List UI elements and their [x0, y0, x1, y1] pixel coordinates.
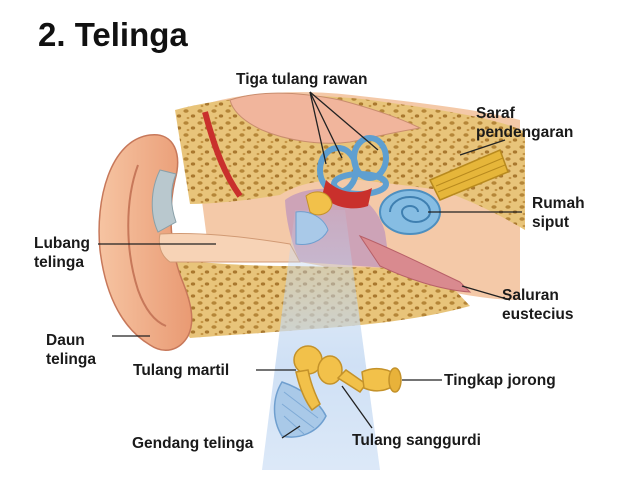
dura-red — [202, 111, 243, 198]
ossicles-enlarged — [293, 345, 402, 412]
label-rumah-line2: siput — [532, 214, 570, 231]
label-rumah-siput: Rumah siput — [532, 194, 585, 232]
ear-canal — [158, 232, 301, 263]
label-daun-telinga: Daun telinga — [46, 331, 96, 369]
label-tulang-sanggurdi: Tulang sanggurdi — [352, 432, 481, 449]
label-tiga-tulang-rawan: Tiga tulang rawan — [236, 71, 368, 88]
label-gendang-telinga: Gendang telinga — [132, 435, 254, 452]
label-daun-line2: telinga — [46, 351, 96, 368]
label-lubang-line1: Lubang — [34, 235, 90, 252]
label-saluran-line2: eustecius — [502, 306, 574, 323]
ossicles-section — [305, 191, 333, 216]
pinna-cartilage — [151, 169, 177, 233]
label-tingkap-jorong: Tingkap jorong — [444, 372, 556, 389]
page-title: 2. Telinga — [38, 16, 188, 53]
label-daun-line1: Daun — [46, 332, 85, 349]
label-tulang-martil: Tulang martil — [133, 362, 230, 379]
label-saluran-line1: Saluran — [502, 287, 559, 304]
label-lubang-telinga: Lubang telinga — [34, 234, 90, 272]
label-lubang-line2: telinga — [34, 254, 84, 271]
leader-lines — [98, 91, 522, 439]
vestibule-red — [322, 180, 372, 209]
label-saraf-line1: Saraf — [476, 105, 515, 122]
label-saluran-eustecius: Saluran eustecius — [502, 286, 574, 324]
label-saraf-pendengaran: Saraf pendengaran — [476, 104, 573, 142]
eardrum-section — [295, 211, 329, 245]
pinna-fold — [127, 164, 167, 327]
label-rumah-line1: Rumah — [532, 195, 585, 212]
label-saraf-line2: pendengaran — [476, 124, 574, 141]
